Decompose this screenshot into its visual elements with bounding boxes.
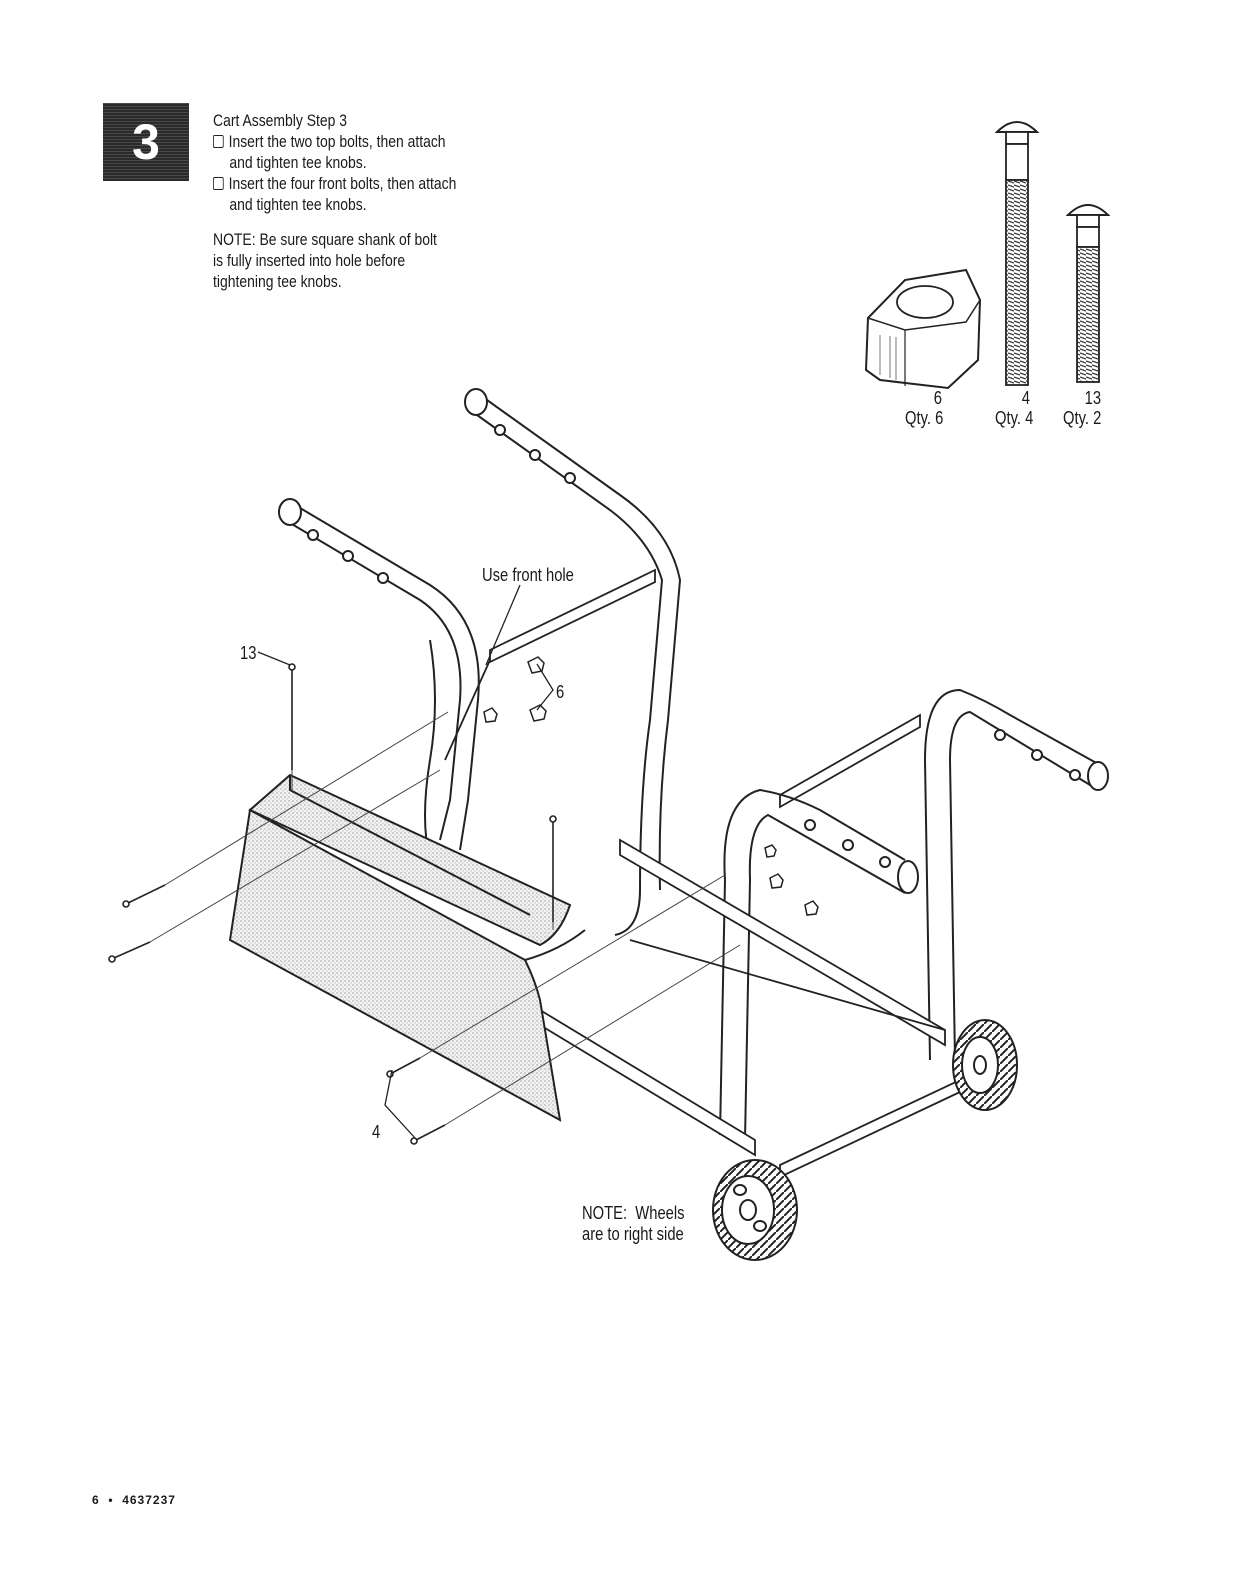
alignment-guide-lines (149, 711, 741, 1126)
right-frame-tube (719, 688, 1109, 1141)
part-qty-13: Qty. 2 (1063, 408, 1102, 428)
part-qty-4: Qty. 4 (995, 408, 1034, 428)
front-wheel (712, 1159, 798, 1261)
step-number: 3 (132, 114, 160, 170)
instruction-item-2-line1: Insert the four front bolts, then attach (228, 174, 457, 193)
part-qty-6: Qty. 6 (905, 408, 944, 428)
step-title: Cart Assembly Step 3 (213, 111, 348, 130)
instruction-item-1: Insert the two top bolts, then attach (213, 131, 484, 152)
wheels-note-line2: are to right side (582, 1224, 684, 1244)
checkbox-icon (213, 177, 224, 190)
callout-part-13: 13 (240, 643, 257, 663)
assembly-note-line2: is fully inserted into hole before (213, 251, 406, 270)
checkbox-icon (213, 135, 224, 148)
assembly-note-line1: NOTE: Be sure square shank of bolt (213, 230, 437, 249)
rear-wheel (952, 1019, 1018, 1111)
carriage-bolt (108, 663, 557, 1145)
part-number-6: 6 (933, 388, 942, 408)
instruction-item-1-line1: Insert the two top bolts, then attach (228, 132, 446, 151)
callout-leader-lines (257, 584, 554, 1139)
top-cross-rail (444, 568, 921, 809)
page-footer: 6 • 4637237 (92, 1493, 176, 1507)
wheels-note-line1: NOTE: Wheels (582, 1203, 685, 1223)
long-carriage-bolt-icon (994, 121, 1040, 386)
front-panel (228, 773, 586, 1122)
use-front-hole-callout: Use front hole (482, 565, 574, 585)
left-frame-tube (278, 388, 682, 936)
instruction-item-1-line2: and tighten tee knobs. (229, 153, 367, 172)
instruction-item-2: Insert the four front bolts, then attach (213, 173, 484, 194)
assembly-note-line3: tightening tee knobs. (213, 272, 342, 291)
step-number-badge: 3 (103, 103, 189, 181)
assembly-note: NOTE: Be sure square shank of bolt is fu… (213, 229, 484, 292)
tee-knob-installed (483, 656, 819, 916)
part-number-4: 4 (1021, 388, 1030, 408)
callout-part-6: 6 (556, 682, 565, 702)
part-number-13: 13 (1084, 388, 1102, 408)
step-instructions: Cart Assembly Step 3 Insert the two top … (213, 110, 484, 292)
tee-knob-icon (864, 268, 982, 390)
callout-part-4: 4 (372, 1122, 381, 1142)
instruction-item-2-line2: and tighten tee knobs. (229, 195, 367, 214)
short-carriage-bolt-icon (1065, 204, 1111, 383)
bottom-rail (539, 838, 961, 1179)
